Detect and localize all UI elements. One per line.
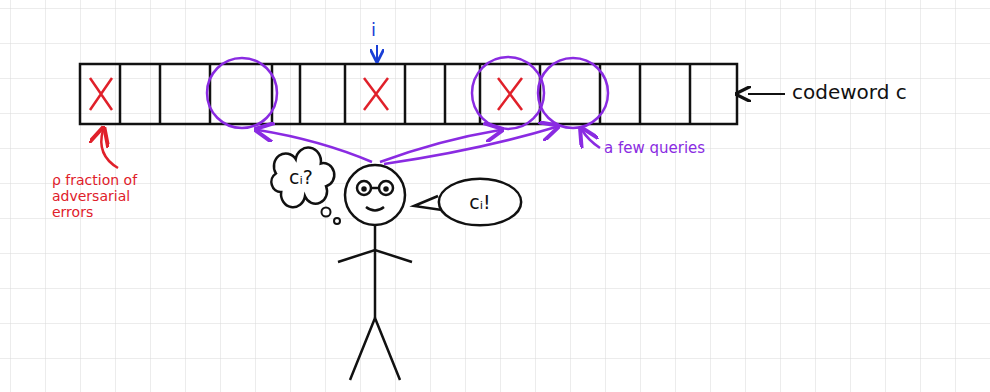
bubble-text: cᵢ? — [289, 166, 313, 188]
cell-divider — [299, 64, 302, 124]
cell-divider — [344, 64, 347, 124]
cell-divider — [639, 64, 642, 124]
codeword-array — [80, 64, 737, 124]
error-marks — [90, 78, 522, 110]
cell-divider — [444, 64, 447, 124]
codeword-arrow — [748, 93, 785, 95]
thought-dots — [322, 208, 341, 225]
cell-divider — [404, 64, 407, 124]
index-arrow — [376, 45, 378, 60]
bubble-text: cᵢ! — [469, 191, 490, 213]
cell-divider — [159, 64, 162, 124]
queries-note: a few queries — [604, 140, 705, 157]
thought-bubble: cᵢ? — [268, 152, 334, 202]
index-label: i — [371, 20, 376, 41]
cell-divider — [209, 64, 212, 124]
speech-bubble: cᵢ! — [438, 178, 522, 226]
error-fraction-note: ρ fraction of adversarial errors — [52, 172, 152, 220]
error-arrow — [101, 130, 118, 168]
cell-divider — [119, 64, 122, 124]
query-circles — [207, 57, 608, 129]
cell-divider — [689, 64, 692, 124]
codeword-label: codeword c — [792, 81, 907, 104]
stick-figure — [338, 165, 412, 380]
